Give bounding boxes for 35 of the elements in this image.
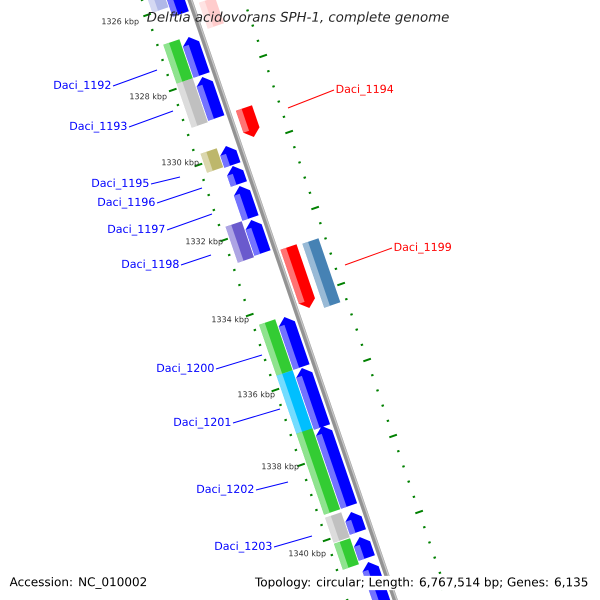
- leader-line: [112, 70, 158, 86]
- gene-label: Daci_1193: [70, 122, 126, 133]
- gene-label: Daci_1199: [394, 242, 451, 254]
- gene-label: Daci_1202: [197, 484, 254, 496]
- gene-label: Daci_1195: [92, 178, 148, 190]
- topology-text: Topology: circular; Length: 6,767,514 bp; Genes: 6,135: [254, 576, 590, 590]
- gene-label: Daci_1196: [98, 198, 155, 209]
- gene-label: Daci_1198: [122, 260, 179, 271]
- tick-label: 1340 kbp: [289, 550, 326, 558]
- leader-line: [216, 354, 262, 370]
- tick-label: 1336 kbp: [238, 391, 275, 399]
- accession-text: Accession: NC_010002: [10, 577, 146, 589]
- leader-line: [288, 90, 334, 108]
- tick-label: 1328 kbp: [130, 93, 167, 101]
- tick-label: 1326 kbp: [102, 18, 139, 26]
- leader-line: [180, 254, 212, 266]
- leader-line: [150, 176, 180, 184]
- gene-label: Daci_1201: [174, 418, 230, 429]
- leader-line: [128, 110, 174, 128]
- tick-label: 1332 kbp: [186, 238, 223, 246]
- tick-label: 1338 kbp: [262, 463, 299, 471]
- gene-label: Daci_1200: [157, 364, 214, 375]
- gene-label: Daci_1192: [54, 80, 110, 92]
- gene-label: Daci_1203: [215, 542, 272, 553]
- leader-line: [256, 482, 288, 490]
- leader-line: [156, 188, 202, 204]
- gene-label: Daci_1194: [336, 84, 394, 96]
- title: Delftia acidovorans SPH-1, complete genome: [147, 12, 449, 24]
- leader-line: [274, 536, 312, 548]
- leader-line: [166, 214, 212, 230]
- tick-label: 1334 kbp: [212, 316, 249, 324]
- leader-line: [344, 248, 392, 266]
- gene-label: Daci_1197: [108, 224, 164, 236]
- leader-line: [232, 408, 280, 424]
- tick-label: 1330 kbp: [162, 159, 199, 167]
